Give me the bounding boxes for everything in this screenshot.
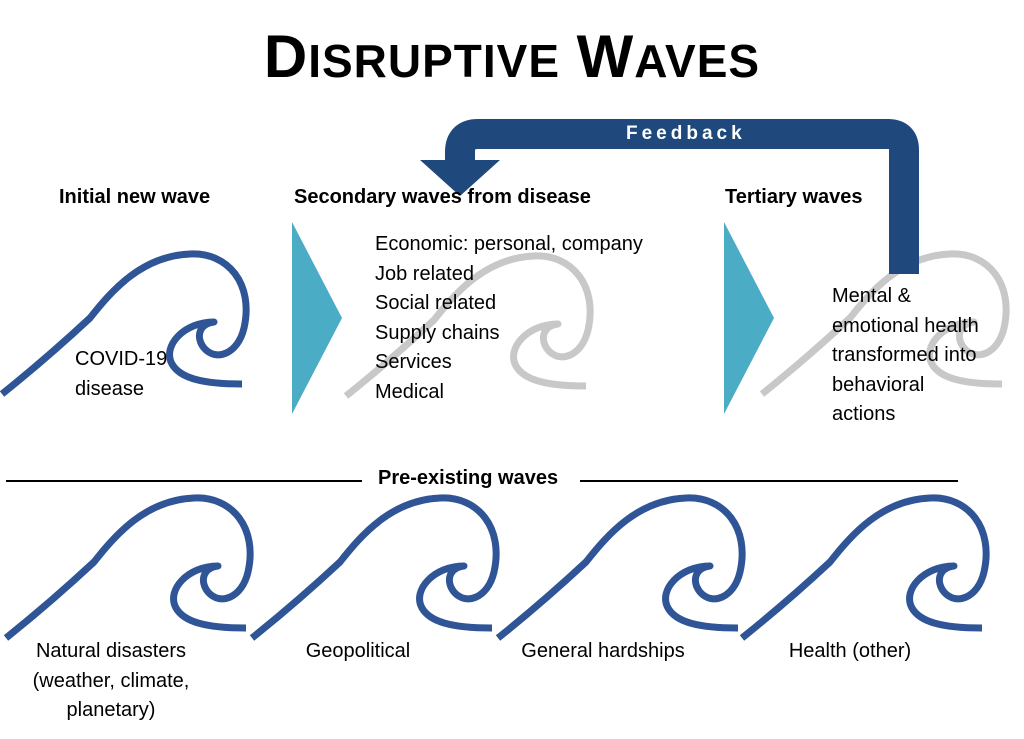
preexisting-line: General hardships xyxy=(521,640,685,662)
preexisting-line: planetary) xyxy=(66,699,156,721)
tertiary-waves-heading: Tertiary waves xyxy=(725,186,863,208)
list-item: Social related xyxy=(375,292,497,314)
preexisting-item-natural-disasters: Natural disasters (weather, climate, pla… xyxy=(6,637,216,726)
wave-icon xyxy=(498,498,742,638)
initial-wave-line: disease xyxy=(75,377,144,400)
list-item: Job related xyxy=(375,262,474,285)
divider-left xyxy=(6,480,362,482)
tertiary-line: transformed into xyxy=(832,344,977,366)
list-item: Supply chains xyxy=(375,321,500,344)
preexisting-item-health-other: Health (other) xyxy=(745,637,955,667)
list-item: Economic: personal, company xyxy=(375,233,643,255)
tertiary-line: Mental & xyxy=(832,285,911,307)
chevron-right-icon xyxy=(292,222,342,414)
initial-wave-line: COVID-19 xyxy=(75,348,168,370)
chevron-right-icon xyxy=(724,222,774,414)
list-item: Medical xyxy=(375,380,444,403)
preexisting-waves-heading: Pre-existing waves xyxy=(378,467,559,489)
feedback-arrow-icon xyxy=(420,119,919,274)
preexisting-line: Natural disasters xyxy=(35,640,187,662)
tertiary-line: emotional health xyxy=(832,314,979,337)
secondary-waves-list: Economic: personal, company Job related … xyxy=(375,230,643,407)
wave-icon xyxy=(742,498,986,638)
tertiary-line: behavioral xyxy=(832,373,925,396)
page-title: DISRUPTIVE WAVES xyxy=(263,23,761,90)
preexisting-item-general-hardships: General hardships xyxy=(498,637,708,667)
preexisting-line: (weather, climate, xyxy=(32,669,190,692)
preexisting-line: Health (other) xyxy=(788,640,912,662)
list-item: Services xyxy=(375,351,452,373)
divider-right xyxy=(580,480,958,482)
initial-wave-heading: Initial new wave xyxy=(59,186,211,208)
tertiary-waves-text: Mental & emotional health transformed in… xyxy=(832,282,979,430)
tertiary-line: actions xyxy=(832,403,896,425)
initial-wave-text: COVID-19 disease xyxy=(75,345,167,404)
feedback-label: Feedback xyxy=(626,123,746,144)
preexisting-line: Geopolitical xyxy=(305,640,411,662)
secondary-waves-heading: Secondary waves from disease xyxy=(294,186,591,208)
wave-icon xyxy=(252,498,496,638)
wave-icon xyxy=(6,498,250,638)
preexisting-item-geopolitical: Geopolitical xyxy=(258,637,458,667)
